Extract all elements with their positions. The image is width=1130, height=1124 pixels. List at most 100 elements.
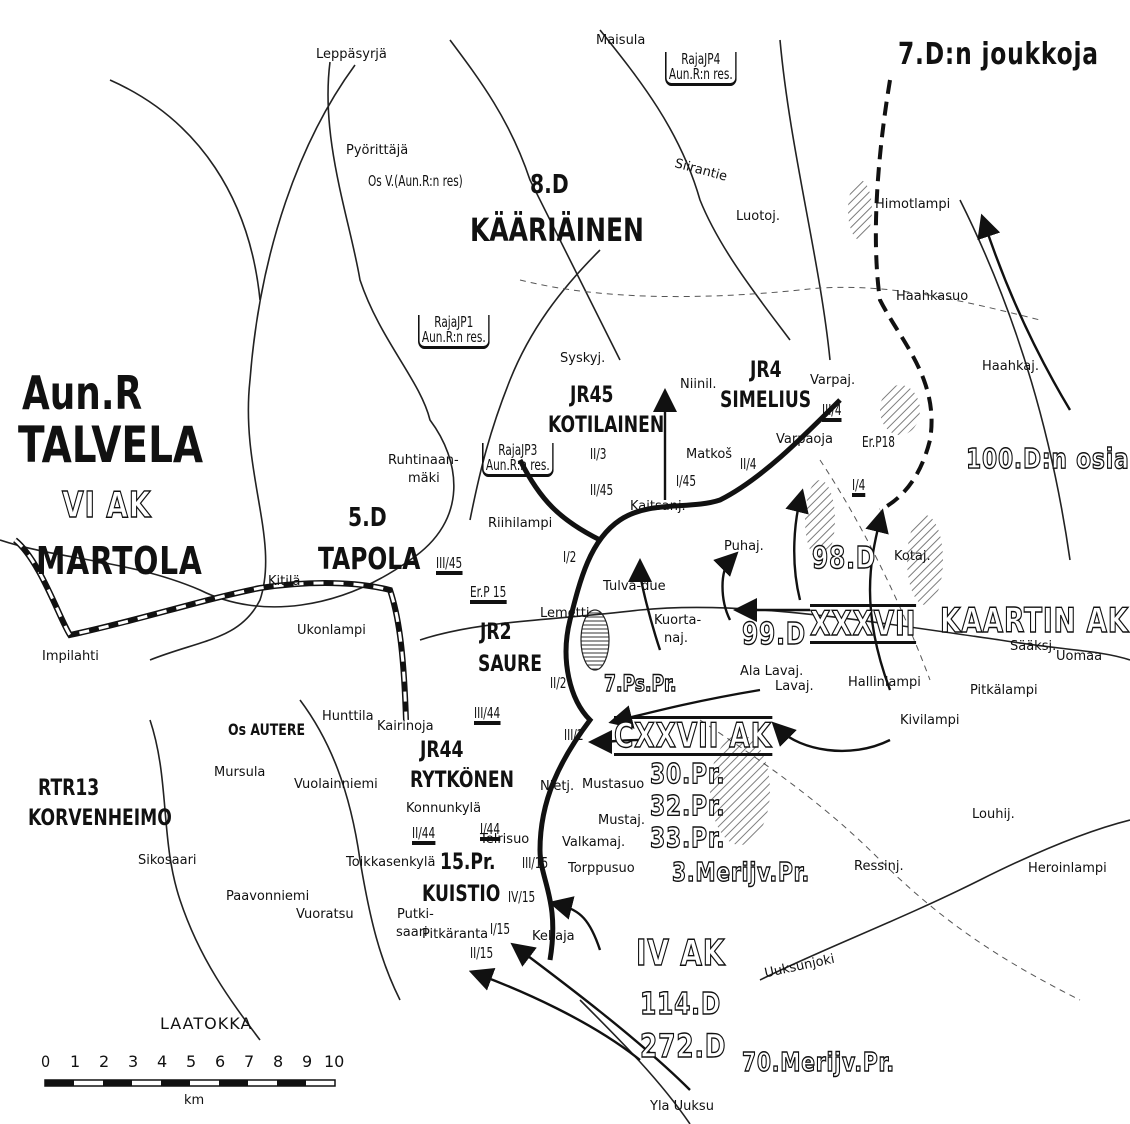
b3-15-label: III/15 <box>522 854 549 872</box>
place-mustasuo: Mustasuo <box>582 777 645 792</box>
jr4-label: JR4 <box>750 358 782 383</box>
d272-label: 272.D <box>639 1027 727 1065</box>
scale-bar <box>44 1079 336 1087</box>
place-mursula: Mursula <box>214 765 266 780</box>
jr2-cdr-label: SAURE <box>478 652 542 677</box>
scale-tick: 5 <box>186 1052 197 1071</box>
place-kitila: Kitilä <box>268 574 301 589</box>
rajajp4-box: RajaJP4 Aun.R:n res. <box>665 52 737 86</box>
map-title: 7.D:n joukkoja <box>898 37 1099 72</box>
rajajp1-line2: Aun.R:n res. <box>421 328 486 346</box>
kaartin-label: KAARTIN AK <box>939 601 1130 641</box>
rtr13-label: RTR13 <box>38 776 100 801</box>
d100-label: 100.D:n osia <box>965 442 1130 475</box>
rajajp4-line2: Aun.R:n res. <box>668 65 733 83</box>
attack-arrows <box>468 213 1072 1091</box>
b2-45-label: II/45 <box>590 481 614 499</box>
place-kuortanaj-1: Kuorta- <box>654 613 702 628</box>
place-alalavaj: Ala Lavaj. <box>740 664 804 679</box>
place-hunttila: Hunttila <box>322 709 374 724</box>
scale-tick: 10 <box>324 1052 345 1071</box>
b1-44-label: I/44 <box>480 822 501 841</box>
scale-tick: 1 <box>70 1052 81 1071</box>
place-vuolainniemi: Vuolainniemi <box>294 777 378 792</box>
marsh-areas <box>710 180 943 845</box>
scale-tick: 2 <box>99 1052 110 1071</box>
place-saaksj: Sääksj. <box>1010 639 1057 654</box>
place-ressinj: Ressinj. <box>854 859 904 874</box>
place-himotlampi: Himotlampi <box>875 197 951 212</box>
div5-cdr-label: TAPOLA <box>318 542 421 577</box>
erp18-label: Er.P18 <box>862 433 895 451</box>
div8-label: 8.D <box>530 170 569 200</box>
d114-label: 114.D <box>639 987 722 1022</box>
place-konnunkyla: Konnunkylä <box>406 801 482 816</box>
b3-45-label: III/45 <box>436 556 463 575</box>
rajajp3-line2: Aun.R:n res. <box>485 456 550 474</box>
place-luotoj: Luotoj. <box>736 209 781 224</box>
place-leppasyrja: Leppäsyrjä <box>316 47 387 62</box>
place-matkos: Matkoš <box>686 447 733 462</box>
front-line-jr45 <box>517 458 602 543</box>
place-paavonniemi: Paavonniemi <box>226 889 310 904</box>
rajajp1-box: RajaJP1 Aun.R:n res. <box>418 315 490 349</box>
front-line-main <box>537 398 842 961</box>
p32-label: 32.Pr. <box>649 789 726 822</box>
place-pyorittaja: Pyörittäjä <box>346 143 409 158</box>
place-ruhtinaanmaki-1: Ruhtinaan- <box>388 453 459 468</box>
jr44-label: JR44 <box>420 738 464 763</box>
jr2-label: JR2 <box>480 620 512 645</box>
b3-2-label: III/2 <box>564 726 584 744</box>
jr4-cdr-label: SIMELIUS <box>720 388 812 413</box>
place-mustaj: Mustaj. <box>598 813 646 828</box>
place-kuortanaj-2: naj. <box>664 631 688 646</box>
place-toikkasenkyla: Toikkasenkylä <box>346 855 436 870</box>
jr45-label: JR45 <box>570 383 614 408</box>
place-ylauuksu: Yla Uuksu <box>650 1099 714 1114</box>
ps7-label: 7.Ps.Pr. <box>603 672 677 697</box>
place-niinil: Niinil. <box>680 377 717 392</box>
place-kivilampi: Kivilampi <box>900 713 960 728</box>
scale-unit: km <box>184 1093 205 1108</box>
roads <box>0 29 1130 1124</box>
b2-44-label: II/44 <box>412 826 436 845</box>
scale-tick: 3 <box>128 1052 139 1071</box>
scale-tick: 8 <box>273 1052 284 1071</box>
place-vuoratsu: Vuoratsu <box>296 907 354 922</box>
b3-4-label: III/4 <box>822 403 842 422</box>
place-haahkasuo: Haahkasuo <box>896 289 969 304</box>
corps-cdr-label: MARTOLA <box>36 539 203 583</box>
place-kairinoja: Kairinoja <box>377 719 434 734</box>
erp15-label: Er.P 15 <box>470 585 507 604</box>
place-varpaoja: Varpaoja <box>776 432 833 447</box>
place-sikosaari: Sikosaari <box>138 853 197 868</box>
place-uomaa: Uomaa <box>1056 649 1103 664</box>
place-haahkaj: Haahkaj. <box>982 359 1039 374</box>
place-riihilampi: Riihilampi <box>488 516 553 531</box>
front-line-north <box>873 79 934 512</box>
ak4-label: IV AK <box>635 933 726 974</box>
b1-2-label: I/2 <box>563 548 577 566</box>
place-maisula: Maisula <box>596 33 646 48</box>
place-tulvadue: Tulva-due <box>603 579 666 594</box>
place-putkisaari-1: Putki- <box>397 907 434 922</box>
b1-4-label: I/4 <box>852 478 866 497</box>
b2-4-label: II/4 <box>740 455 757 473</box>
jr45-cdr-label: KOTILAINEN <box>548 413 665 438</box>
p30-label: 30.Pr. <box>649 757 726 790</box>
place-torppusuo: Torppusuo <box>568 861 635 876</box>
place-lemetti: Lemetti <box>540 606 590 621</box>
k127-label: CXXVII AK <box>613 716 772 756</box>
b3-44-label: III/44 <box>474 706 501 725</box>
place-putkisaari-2: saari <box>396 925 428 940</box>
corps-label: VI AK <box>61 485 152 526</box>
scale-tick: 0 <box>41 1052 51 1071</box>
place-valkamaj: Valkamaj. <box>562 835 626 850</box>
place-puhaj: Puhaj. <box>724 539 764 554</box>
b1-15-label: I/15 <box>490 920 511 938</box>
rajajp4-line1: RajaJP4 <box>681 50 721 68</box>
place-kotaj: Kotaj. <box>894 549 931 564</box>
p33-label: 33.Pr. <box>649 821 726 854</box>
scale-tick: 4 <box>157 1052 168 1071</box>
place-heroinlampi: Heroinlampi <box>1028 861 1107 876</box>
